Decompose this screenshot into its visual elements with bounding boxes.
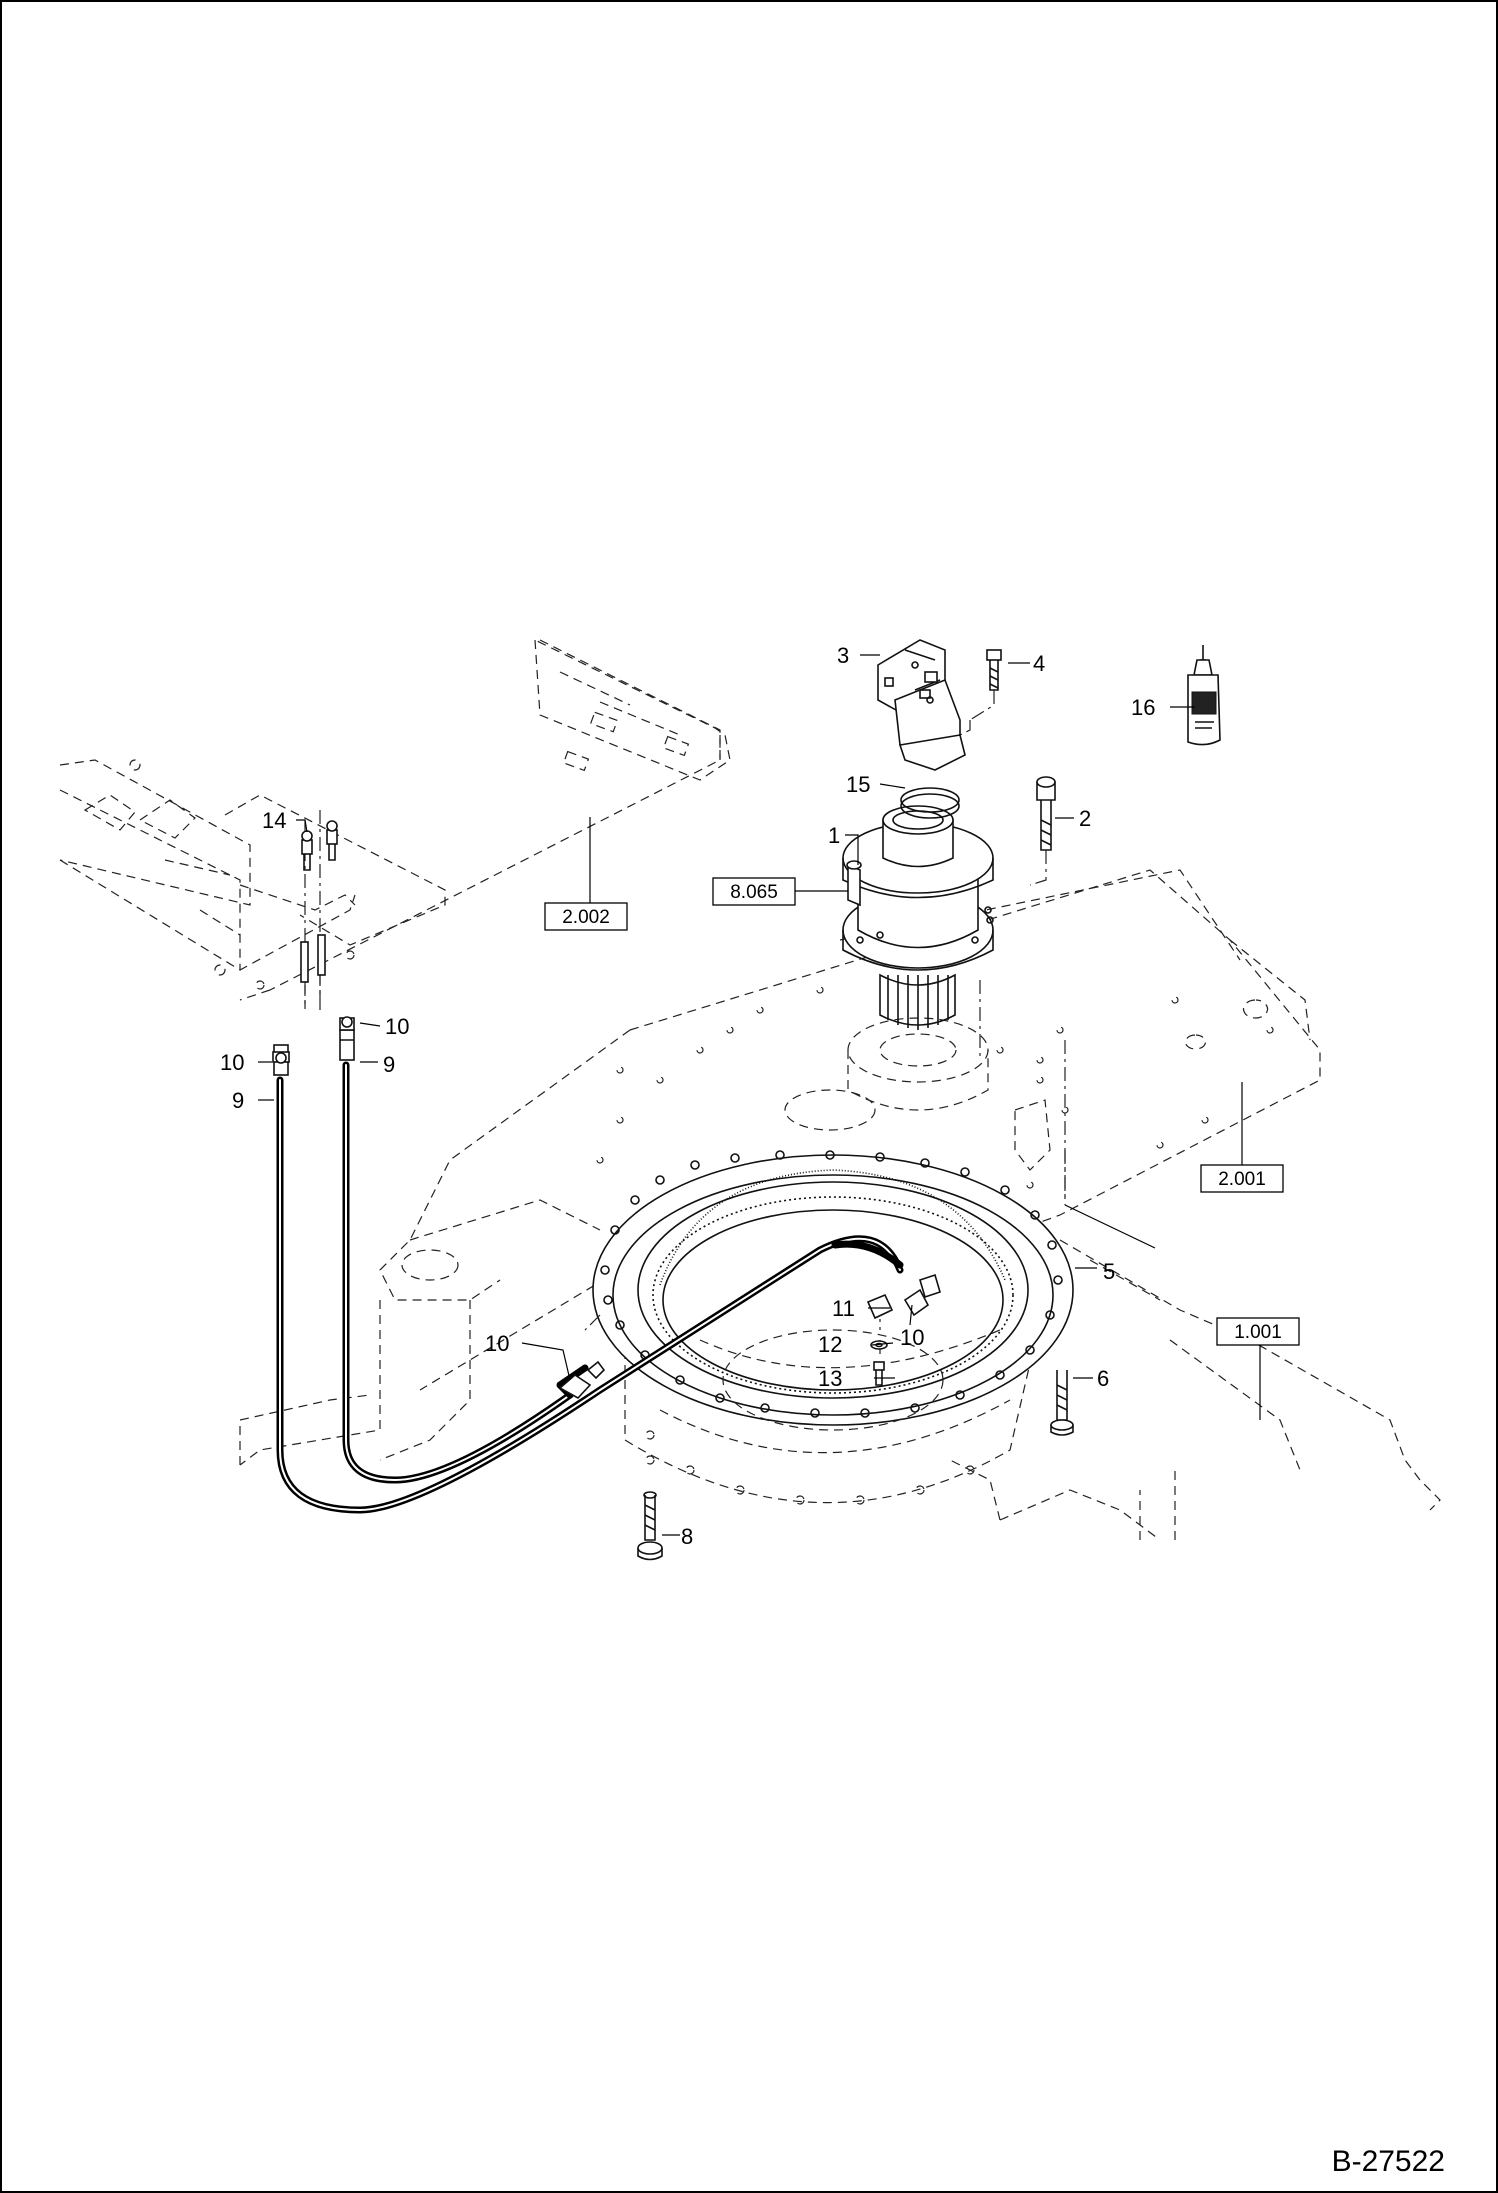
swing-gearbox (842, 805, 994, 1111)
ring-bolt-holes (600, 1150, 1063, 1418)
callout-10c: 10 (900, 1325, 924, 1350)
callout-9a: 9 (383, 1052, 395, 1077)
callout-9b: 9 (232, 1088, 244, 1113)
callout-10d: 10 (485, 1331, 509, 1356)
turntable-frame-ghost (239, 869, 1321, 1466)
leader-lines (258, 654, 1261, 1536)
hose-fittings (272, 1016, 941, 1400)
reference-box-2002: 2.002 (544, 902, 628, 931)
swing-motor (877, 639, 966, 771)
callout-3: 3 (837, 643, 849, 668)
reference-box-1001: 1.001 (1216, 1317, 1300, 1346)
reference-box-2001: 2.001 (1200, 1164, 1284, 1193)
upper-frame-plate-ghost (239, 639, 731, 1001)
callout-8: 8 (681, 1524, 693, 1549)
callout-10a: 10 (385, 1014, 409, 1039)
undercarriage-ghost (239, 1239, 1441, 1541)
callout-14: 14 (262, 808, 286, 833)
callout-6: 6 (1097, 1366, 1109, 1391)
callout-12: 12 (818, 1332, 842, 1357)
callout-11: 11 (832, 1296, 855, 1321)
clamp-washer-bolt (866, 1293, 894, 1386)
sealant-bottle (1187, 645, 1221, 746)
ring-bolt-upper (1050, 1370, 1074, 1436)
reference-box-8065: 8.065 (712, 877, 796, 906)
o-ring (900, 787, 960, 819)
callout-16: 16 (1131, 695, 1155, 720)
motor-bolt (986, 649, 1002, 691)
callout-labels: 3 4 16 15 2 1 14 10 10 9 9 5 11 10 10 12… (220, 643, 1155, 1549)
cab-bracket-ghost (59, 759, 446, 1010)
callout-13: 13 (818, 1366, 842, 1391)
callout-10b: 10 (220, 1050, 244, 1075)
slewing-ring-housing-ghost (624, 1319, 1041, 1505)
slewing-ring (592, 1150, 1074, 1431)
callout-1: 1 (828, 823, 840, 848)
svg-text:1.001: 1.001 (1234, 1322, 1282, 1343)
callout-4: 4 (1033, 651, 1045, 676)
callout-15: 15 (846, 772, 870, 797)
svg-text:2.001: 2.001 (1218, 1169, 1266, 1190)
callout-5: 5 (1103, 1259, 1115, 1284)
svg-text:8.065: 8.065 (730, 882, 778, 903)
document-number: B-27522 (1332, 2145, 1445, 2178)
svg-text:2.002: 2.002 (562, 907, 610, 928)
ring-bolt-lower (637, 1491, 663, 1561)
gearbox-bolt (1036, 776, 1056, 851)
callout-2: 2 (1079, 806, 1091, 831)
